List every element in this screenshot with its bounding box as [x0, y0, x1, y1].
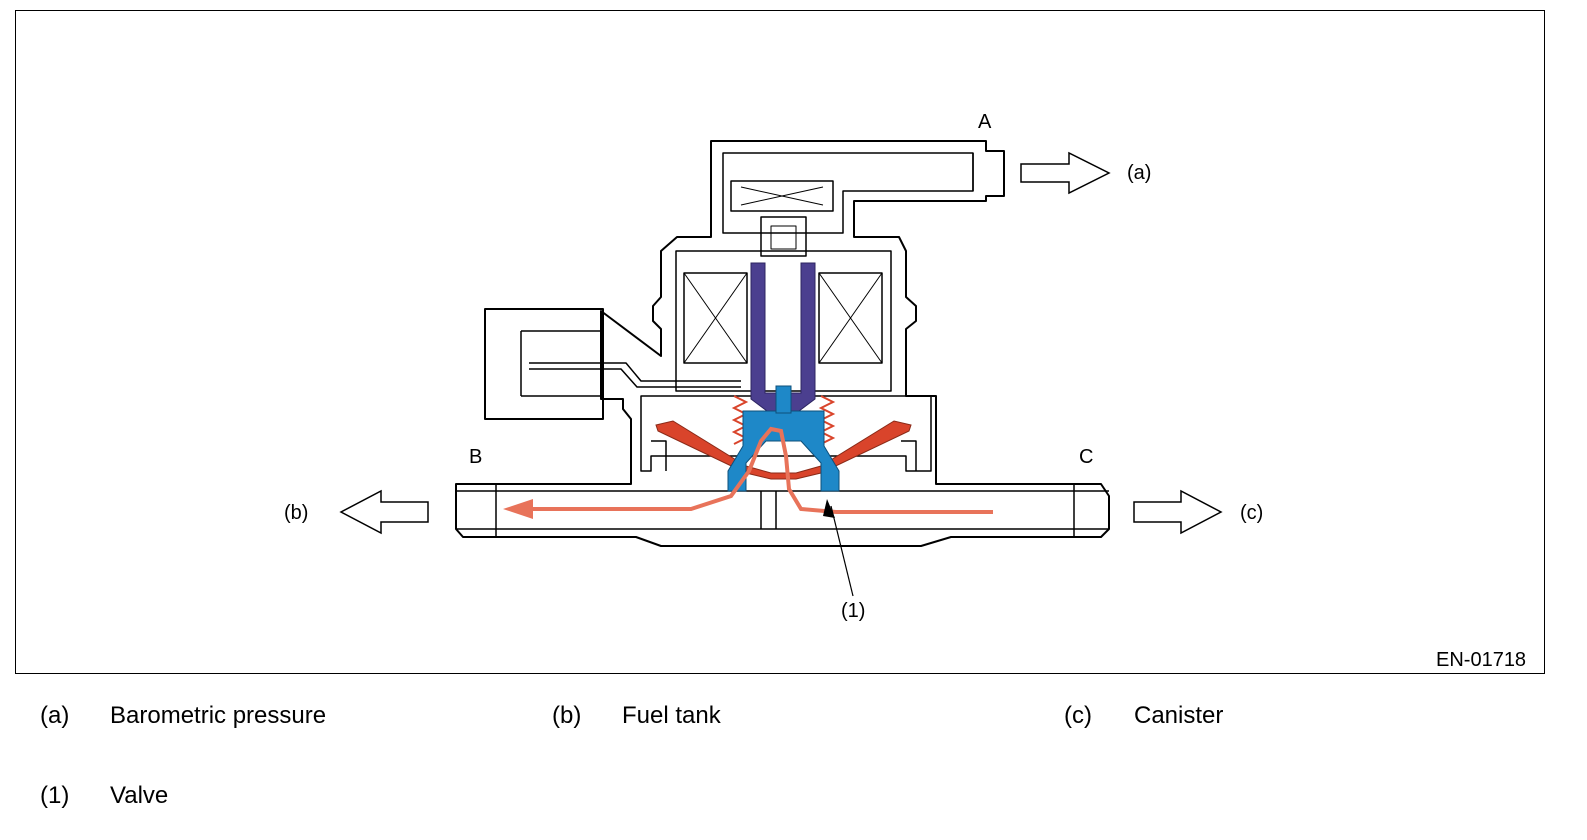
flow-arrow-head — [503, 499, 533, 519]
flow-arrow-path — [531, 426, 993, 514]
port-label-c: C — [1079, 446, 1094, 468]
legend-key: (1) — [40, 782, 70, 809]
flow-label-c: (c) — [1240, 502, 1264, 524]
port-label-a: A — [978, 111, 992, 133]
legend-text: Canister — [1134, 702, 1224, 729]
connector-pin — [529, 362, 741, 382]
lower-chamber — [640, 395, 932, 472]
coil-chamber — [675, 250, 892, 392]
valve-callout: (1) — [841, 600, 866, 622]
legend-key: (a) — [40, 702, 70, 729]
valve-stem — [775, 385, 792, 414]
port-label-b: B — [469, 446, 483, 468]
left-spring — [731, 395, 749, 445]
connector-inner — [520, 330, 601, 397]
flow-label-a: (a) — [1127, 162, 1152, 184]
arrow-b — [339, 489, 429, 535]
housing-outline — [455, 140, 1110, 547]
right-coil-cross — [818, 272, 883, 364]
arrow-c — [1133, 489, 1223, 535]
valve-leader-head — [823, 499, 835, 518]
right-coil — [818, 272, 883, 364]
valve-leader-line — [830, 505, 854, 597]
connector-pin-2 — [529, 368, 741, 388]
pipe-divider — [760, 491, 777, 529]
upper-coil-cross — [740, 186, 824, 206]
plunger — [750, 262, 816, 412]
arrow-a — [1020, 151, 1111, 195]
legend-key: (c) — [1064, 702, 1092, 729]
figure-code: EN-01718 — [1436, 649, 1527, 671]
diaphragm — [655, 420, 912, 480]
flow-label-b: (b) — [284, 502, 309, 524]
connector-body — [484, 308, 604, 420]
diagram-frame: A B C (a) (b) (c) (1) EN-01718 — [15, 10, 1545, 674]
left-coil — [683, 272, 748, 364]
legend-text: Fuel tank — [622, 702, 721, 729]
stem-top-inner — [770, 225, 797, 250]
legend-key: (b) — [552, 702, 582, 729]
valve-cross-section-drawing — [339, 140, 1223, 597]
chamber-supports — [651, 440, 917, 471]
stem-top — [760, 216, 807, 257]
valve-body — [727, 410, 840, 492]
left-coil-cross — [683, 272, 748, 364]
upper-coil-box — [730, 180, 834, 212]
legend-text: Valve — [110, 782, 169, 809]
legend-text: Barometric pressure — [110, 702, 327, 729]
